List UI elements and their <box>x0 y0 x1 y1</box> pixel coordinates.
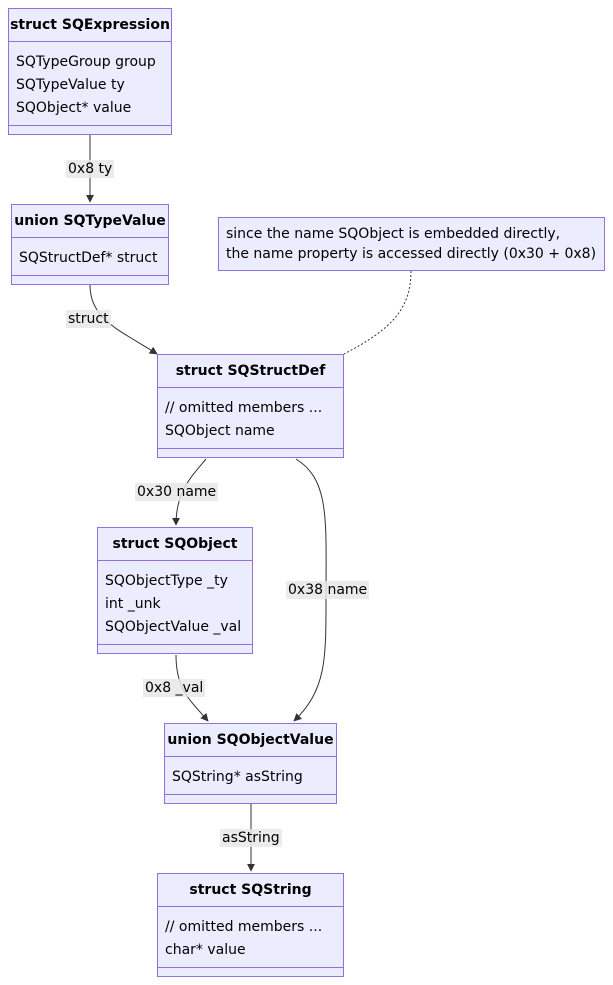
class-members: SQTypeGroup group SQTypeValue ty SQObjec… <box>9 42 171 126</box>
class-sqobject: struct SQObject SQObjectType _ty int _un… <box>97 527 253 654</box>
note-line: the name property is accessed directly (… <box>226 246 597 262</box>
class-title: struct SQObject <box>98 528 252 561</box>
class-sqtypevalue: union SQTypeValue SQStructDef* struct <box>11 204 169 285</box>
edge-label-0x38-name: 0x38 name <box>286 581 370 599</box>
edge-label-0x8-ty: 0x8 ty <box>66 160 115 178</box>
class-members: // omitted members ... char* value <box>158 907 343 968</box>
class-members: // omitted members ... SQObject name <box>158 388 343 449</box>
class-title: union SQObjectValue <box>165 724 336 757</box>
edge-label-0x30-name: 0x30 name <box>135 483 219 501</box>
class-member: int _unk <box>105 596 161 612</box>
class-methods <box>12 276 168 285</box>
edge-structdef-to-objectvalue <box>293 458 327 722</box>
class-methods <box>165 795 336 804</box>
edge-label-asstring: asString <box>220 829 282 847</box>
class-members: SQObjectType _ty int _unk SQObjectValue … <box>98 561 252 645</box>
class-methods <box>158 968 343 977</box>
class-sqstructdef: struct SQStructDef // omitted members ..… <box>157 354 344 458</box>
class-member: SQTypeValue ty <box>16 77 125 93</box>
class-members: SQStructDef* struct <box>12 238 168 276</box>
edge-note-link <box>343 270 412 355</box>
class-methods <box>158 449 343 458</box>
class-member: char* value <box>165 942 246 958</box>
class-title: struct SQString <box>158 874 343 907</box>
class-member: SQObject name <box>165 423 275 439</box>
class-sqobjectvalue: union SQObjectValue SQString* asString <box>164 723 337 804</box>
class-member: SQTypeGroup group <box>16 54 156 70</box>
class-title: struct SQStructDef <box>158 355 343 388</box>
class-member: SQString* asString <box>172 769 303 785</box>
class-members: SQString* asString <box>165 757 336 795</box>
note: since the name SQObject is embedded dire… <box>218 217 605 271</box>
class-title: struct SQExpression <box>9 9 171 42</box>
class-member: SQObjectValue _val <box>105 619 242 635</box>
class-member: // omitted members ... <box>165 919 323 935</box>
edge-label-struct: struct <box>66 310 111 328</box>
class-methods <box>98 645 252 654</box>
class-member: // omitted members ... <box>165 400 323 416</box>
class-methods <box>9 126 171 135</box>
note-line: since the name SQObject is embedded dire… <box>226 226 561 242</box>
class-member: SQStructDef* struct <box>19 250 158 266</box>
edge-label-0x8-val: 0x8 _val <box>143 679 206 697</box>
class-member: SQObjectType _ty <box>105 573 228 589</box>
class-member: SQObject* value <box>16 100 132 116</box>
class-sqexpression: struct SQExpression SQTypeGroup group SQ… <box>8 8 172 135</box>
class-sqstring: struct SQString // omitted members ... c… <box>157 873 344 977</box>
class-title: union SQTypeValue <box>12 205 168 238</box>
